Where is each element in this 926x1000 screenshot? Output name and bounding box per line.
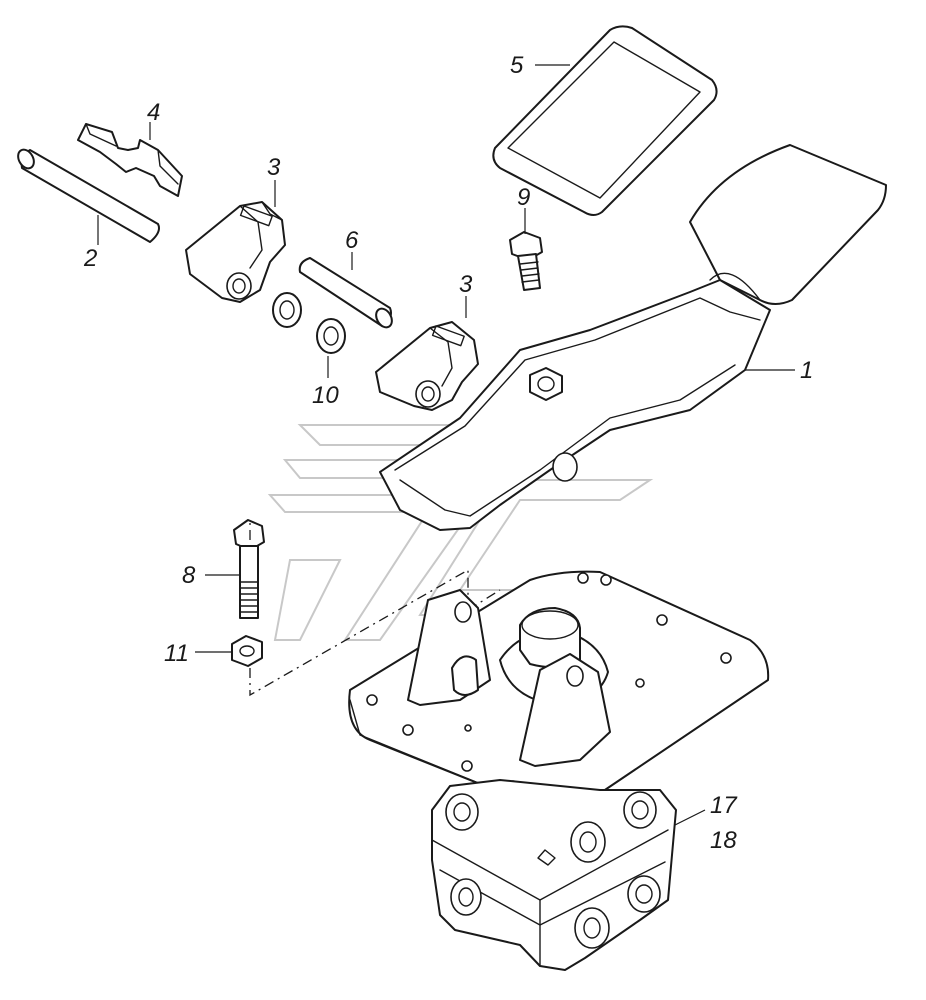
callout-5: 5: [510, 52, 524, 79]
part-1-pedal-lever: [379, 144, 887, 531]
part-8-bolt: [233, 519, 265, 619]
part-9-bolt: [509, 231, 543, 291]
part-5-pedal-pad: [492, 25, 718, 216]
callout-labels: 1 2 3 3 4 5 6 8 9 10 11 17 18: [83, 52, 813, 854]
part-4-clip: [77, 123, 183, 197]
part-2-pin: [17, 148, 160, 243]
brake-valve-17-18: [431, 779, 677, 971]
callout-18: 18: [710, 827, 737, 854]
callout-6: 6: [345, 227, 359, 254]
part-6-pin: [298, 257, 393, 329]
callout-8: 8: [182, 562, 196, 589]
callout-9: 9: [517, 184, 530, 211]
callout-4: 4: [147, 99, 160, 126]
callout-10: 10: [312, 382, 339, 409]
callout-11: 11: [164, 640, 189, 667]
part-3-clevis-upper: [185, 201, 286, 303]
callout-17: 17: [710, 792, 738, 819]
pedal-mounting-plate: [348, 570, 770, 810]
part-10-washers: [272, 292, 346, 354]
callout-3-upper: 3: [267, 154, 281, 181]
callout-1: 1: [800, 357, 813, 384]
callout-3-lower: 3: [459, 271, 473, 298]
leader-lines: [97, 64, 795, 826]
part-11-nut: [231, 635, 263, 667]
callout-2: 2: [83, 245, 97, 272]
part-3-clevis-lower: [375, 321, 479, 411]
